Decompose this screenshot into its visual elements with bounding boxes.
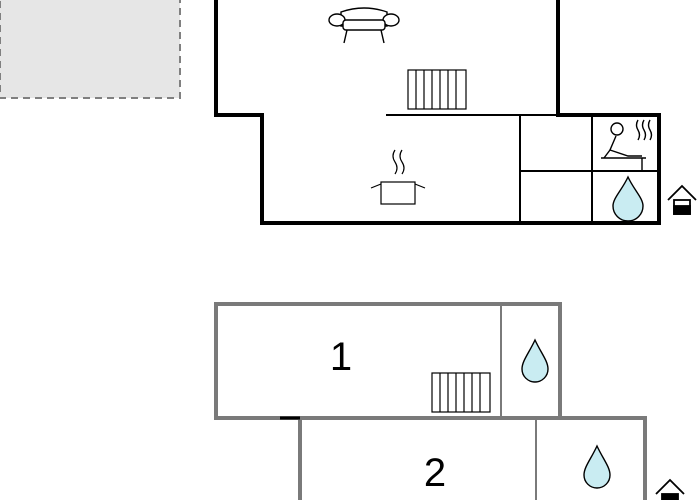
cooking-pot-icon <box>370 149 426 205</box>
bedroom-2-number: 2 <box>424 451 446 495</box>
radiator-icon <box>431 372 491 413</box>
bedroom-2-room <box>298 416 647 500</box>
water-drop-icon <box>521 338 549 383</box>
terrace-area <box>0 0 181 99</box>
sauna-icon <box>601 119 653 172</box>
entrance-icon <box>667 184 697 215</box>
water-drop-icon <box>583 444 611 489</box>
water-drop-icon <box>612 175 644 222</box>
radiator-icon <box>407 69 467 110</box>
bedroom-1-number: 1 <box>330 335 352 379</box>
bedroom-1-room <box>214 302 562 420</box>
sofa-icon <box>328 7 400 44</box>
upper-floor <box>214 0 697 225</box>
entrance-icon <box>655 478 685 500</box>
lower-floor: 1 2 <box>214 302 685 500</box>
